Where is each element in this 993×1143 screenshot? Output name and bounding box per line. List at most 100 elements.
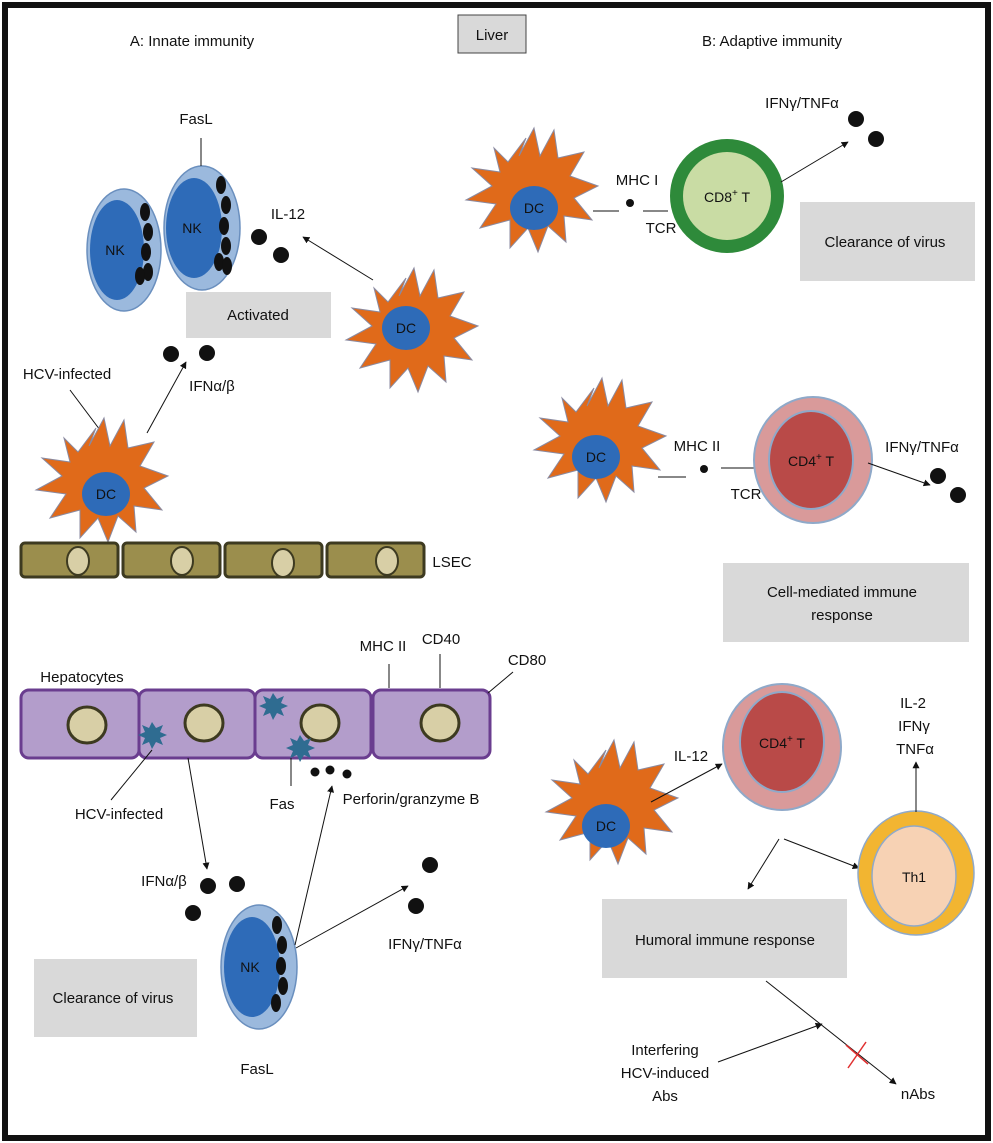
- interfering-label-1: Interfering: [631, 1042, 699, 1059]
- il12-label-b: IL-12: [674, 748, 708, 765]
- hepatocytes-row: [19, 688, 492, 760]
- ifng-b-dot-1: [422, 857, 438, 873]
- clearance-a-label: Clearance of virus: [53, 990, 174, 1007]
- tcr2-label: TCR: [731, 486, 762, 503]
- fasl-top-label: FasL: [179, 111, 212, 128]
- ifnab-b-dot-2: [229, 876, 245, 892]
- th1-out-2: IFNγ: [898, 718, 930, 735]
- hep-to-ifn-arrow: [187, 757, 210, 870]
- cd4-to-ifng-arrow: [867, 462, 931, 487]
- dc-to-ifn-arrow: [146, 361, 187, 434]
- panel-a-header: A: Innate immunity: [130, 33, 255, 50]
- dc-infected: DC: [35, 417, 169, 543]
- dc-to-nk-arrow: [302, 236, 374, 281]
- perforin-dot-1: [310, 767, 320, 777]
- nk-label-left: NK: [105, 242, 125, 258]
- cd4-to-humoral-arrow: [747, 838, 780, 890]
- ifng-top-dot-1: [848, 111, 864, 127]
- dc-label-activated: DC: [396, 320, 416, 336]
- ifng-tnfa-top-label: IFNγ/TNFα: [765, 95, 839, 112]
- dc-to-cd4-arrow: [650, 763, 723, 803]
- ifng-top-dot-2: [868, 131, 884, 147]
- interfering-label-2: HCV-induced: [621, 1065, 709, 1082]
- cd80-line: [487, 671, 514, 694]
- cd8-label: CD8+ T: [704, 188, 750, 205]
- mhc2-b-label: MHC II: [674, 438, 721, 455]
- clearance-a-box: [34, 959, 197, 1037]
- interfering-label-3: Abs: [652, 1088, 678, 1105]
- nk-cell-bottom: NK: [220, 904, 298, 1030]
- ifnab-b-dot-1: [200, 878, 216, 894]
- cd4-label-2: CD4+ T: [759, 734, 805, 751]
- nk-label-right: NK: [182, 220, 202, 236]
- lsec-label: LSEC: [432, 554, 471, 571]
- humoral-label: Humoral immune response: [635, 932, 815, 949]
- block-cross: [845, 1041, 869, 1069]
- cd4-t-cell-2: CD4+ T: [722, 683, 842, 811]
- ifng-mid-dot-2: [950, 487, 966, 503]
- hcv-infected-dc-line: [69, 389, 101, 431]
- mhc2-hep-label: MHC II: [360, 638, 407, 655]
- th1-cell: Th1: [857, 810, 975, 936]
- cd80-label: CD80: [508, 652, 546, 669]
- nk-cell-right: NK: [163, 165, 241, 291]
- il12-dot-1: [251, 229, 267, 245]
- dc-cd8: DC: [465, 127, 599, 253]
- lsec-row: [19, 541, 426, 579]
- hcv-virus-particles: [138, 693, 315, 762]
- hcv-infected-hep-label: HCV-infected: [75, 806, 163, 823]
- tcr1-label: TCR: [646, 220, 677, 237]
- th1-out-3: TNFα: [896, 741, 934, 758]
- ifng-b-dot-2: [408, 898, 424, 914]
- fas-label: Fas: [269, 796, 294, 813]
- ifnab-b-dot-3: [185, 905, 201, 921]
- ifnab-label-a: IFNα/β: [189, 378, 235, 395]
- cd4-to-th1-arrow: [783, 838, 860, 869]
- cd8-to-ifng-arrow: [780, 141, 849, 183]
- nk-cell-left: NK: [86, 188, 162, 312]
- ifnab-label-b: IFNα/β: [141, 873, 187, 890]
- ifng-tnfa-mid-label: IFNγ/TNFα: [885, 439, 959, 456]
- activated-label: Activated: [227, 307, 289, 324]
- nk-to-ifng-arrow: [295, 885, 409, 949]
- dc-activated: DC: [345, 267, 479, 393]
- ifng-tnfa-bottom-label: IFNγ/TNFα: [388, 936, 462, 953]
- perforin-dot-3: [342, 769, 352, 779]
- mhc1-label: MHC I: [616, 172, 659, 189]
- hepatocytes-label: Hepatocytes: [40, 669, 123, 686]
- perforin-dot-2: [325, 765, 335, 775]
- dc-label-cd8: DC: [524, 200, 544, 216]
- humoral-to-nabs-arrow: [765, 980, 897, 1085]
- nk-label-bottom: NK: [240, 959, 260, 975]
- clearance-b-box: [800, 202, 975, 281]
- cd8-t-cell: CD8+ T: [670, 139, 784, 253]
- nabs-label: nAbs: [901, 1086, 935, 1103]
- dc-label-infected: DC: [96, 486, 116, 502]
- th1-label: Th1: [902, 869, 926, 885]
- il12-dot-2: [273, 247, 289, 263]
- hcv-infected-dc-label: HCV-infected: [23, 366, 111, 383]
- humoral-box: [602, 899, 847, 978]
- dc-cd4: DC: [533, 377, 667, 503]
- dc-label-humoral: DC: [596, 818, 616, 834]
- mhc2-antigen-dot: [700, 465, 708, 473]
- il12-label-a: IL-12: [271, 206, 305, 223]
- interfering-arrow: [717, 1022, 823, 1063]
- cd4-label-1: CD4+ T: [788, 452, 834, 469]
- cell-mediated-label-1: Cell-mediated immune: [767, 584, 917, 601]
- hcv-infected-hep-line: [110, 749, 153, 801]
- cd4-t-cell-1: CD4+ T: [753, 396, 873, 524]
- dc-label-cd4: DC: [586, 449, 606, 465]
- activated-box: [186, 292, 331, 338]
- nk-to-perforin-arrow: [294, 785, 334, 946]
- panel-b-header: B: Adaptive immunity: [702, 33, 843, 50]
- cd40-label: CD40: [422, 631, 460, 648]
- mhc1-antigen-dot: [626, 199, 634, 207]
- perforin-label: Perforin/granzyme B: [343, 791, 480, 808]
- dc-humoral: DC: [545, 739, 679, 865]
- liver-title: Liver: [476, 27, 509, 44]
- cell-mediated-box: [723, 563, 969, 642]
- cell-mediated-label-2: response: [811, 607, 873, 624]
- clearance-b-label: Clearance of virus: [825, 234, 946, 251]
